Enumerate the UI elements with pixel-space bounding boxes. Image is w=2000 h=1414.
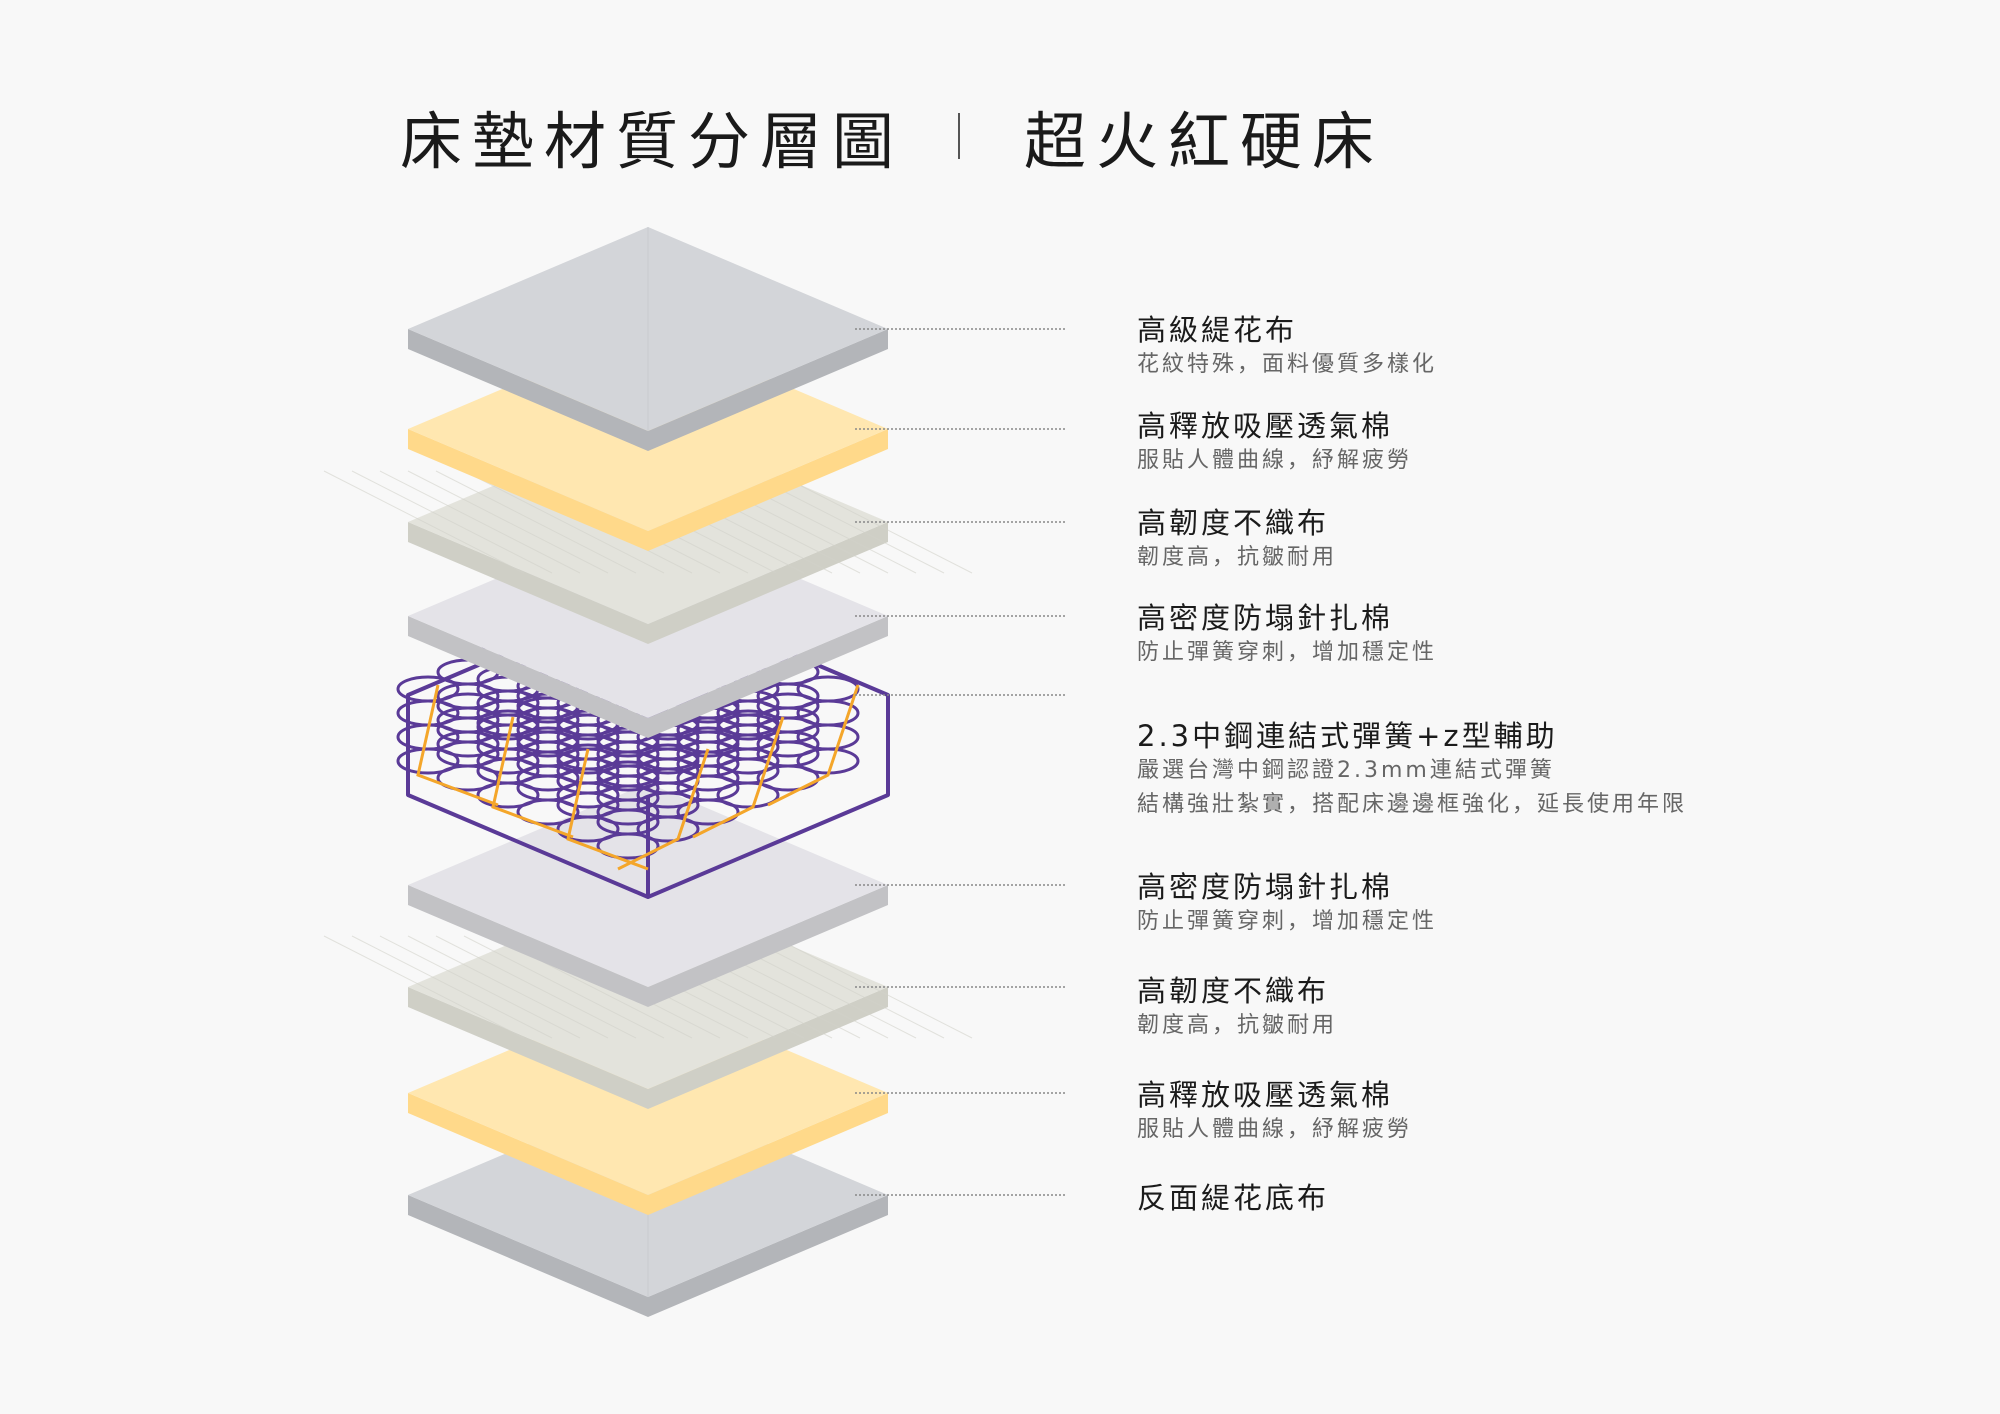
z-support xyxy=(491,716,574,839)
title-product: 超火紅硬床 xyxy=(1024,105,1385,178)
spring-coil xyxy=(636,815,700,843)
spring-coil xyxy=(596,798,660,826)
layer-description: 花紋特殊，面料優質多樣化 xyxy=(1137,352,1438,377)
spring-coil xyxy=(716,713,780,741)
layer-label: 高韌度不織布韌度高，抗皺耐用 xyxy=(1137,505,1337,575)
fabric-texture xyxy=(407,470,609,574)
fabric-texture xyxy=(463,935,665,1039)
fabric-texture xyxy=(463,470,665,574)
spring-coil xyxy=(396,747,460,775)
fabric-texture xyxy=(323,935,525,1039)
layer-label: 高釋放吸壓透氣棉服貼人體曲線，紓解疲勞 xyxy=(1137,408,1412,478)
spring-coil xyxy=(716,781,780,809)
spring-coil xyxy=(476,781,540,809)
layer-title: 高韌度不織布 xyxy=(1137,974,1330,1008)
layer-title: 高韌度不織布 xyxy=(1137,506,1330,540)
spring-coil xyxy=(436,730,500,758)
spring-coil xyxy=(716,747,780,775)
spring-coil xyxy=(556,713,620,741)
fabric-texture xyxy=(351,470,553,574)
title-separator xyxy=(958,113,961,159)
z-support xyxy=(416,684,499,807)
layer-description: 結構強壯紮實，搭配床邊邊框強化，延長使用年限 xyxy=(1137,792,1688,817)
z-support xyxy=(566,748,649,871)
fabric-texture xyxy=(323,470,525,574)
layer-label: 反面緹花底布 xyxy=(1137,1180,1329,1216)
layer-title: 反面緹花底布 xyxy=(1137,1181,1330,1215)
layer-label: 高級緹花布花紋特殊，面料優質多樣化 xyxy=(1137,312,1437,382)
spring-coil xyxy=(756,764,820,792)
layer-title: 高密度防塌針扎棉 xyxy=(1137,870,1394,904)
layer-description: 服貼人體曲線，紓解疲勞 xyxy=(1137,448,1413,473)
z-support xyxy=(692,716,785,839)
layer-label: 高密度防塌針扎棉防止彈簧穿刺，增加穩定性 xyxy=(1137,600,1437,670)
spring-coil xyxy=(756,730,820,758)
fabric-texture xyxy=(407,935,609,1039)
title-main: 床墊材質分層圖 xyxy=(400,105,905,178)
layer-gray xyxy=(408,227,888,451)
layer-description: 嚴選台灣中鋼認證2.3mm連結式彈簧 xyxy=(1137,758,1555,783)
spring-coil xyxy=(796,675,860,703)
spring-coil xyxy=(516,696,580,724)
spring-coil xyxy=(636,747,700,775)
spring-coil xyxy=(476,747,540,775)
page-title: 床墊材質分層圖 超火紅硬床 xyxy=(400,96,1384,178)
layer-description: 韌度高，抗皺耐用 xyxy=(1137,1013,1338,1038)
layer-label: 高韌度不織布韌度高，抗皺耐用 xyxy=(1137,973,1337,1043)
layer-description: 防止彈簧穿刺，增加穩定性 xyxy=(1137,909,1438,934)
layer-label: 高釋放吸壓透氣棉服貼人體曲線，紓解疲勞 xyxy=(1137,1077,1412,1147)
spring-coil xyxy=(676,798,740,826)
spring-coil xyxy=(636,781,700,809)
layer-title: 高釋放吸壓透氣棉 xyxy=(1137,1078,1394,1112)
spring-coil xyxy=(556,815,620,843)
fabric-texture xyxy=(435,470,637,574)
layer-label: 2.3中鋼連結式彈簧+z型輔助嚴選台灣中鋼認證2.3mm連結式彈簧結構強壯紮實，… xyxy=(1137,718,1687,822)
z-support xyxy=(767,684,860,807)
layer-title: 高密度防塌針扎棉 xyxy=(1137,601,1394,635)
fabric-texture xyxy=(435,935,637,1039)
layer-description: 防止彈簧穿刺，增加穩定性 xyxy=(1137,640,1438,665)
layer-title: 2.3中鋼連結式彈簧+z型輔助 xyxy=(1137,719,1558,753)
spring-coil xyxy=(596,730,660,758)
spring-coil xyxy=(796,723,860,751)
layer-description: 韌度高，抗皺耐用 xyxy=(1137,545,1338,570)
layer-title: 高釋放吸壓透氣棉 xyxy=(1137,409,1394,443)
spring-coil xyxy=(516,798,580,826)
spring-coil xyxy=(556,781,620,809)
fabric-texture xyxy=(351,935,553,1039)
spring-coil xyxy=(596,764,660,792)
spring-coil xyxy=(676,730,740,758)
spring-coil xyxy=(796,747,860,775)
spring-coil xyxy=(516,764,580,792)
spring-coil xyxy=(516,730,580,758)
fabric-texture xyxy=(379,470,581,574)
fabric-texture xyxy=(379,935,581,1039)
layer-title: 高級緹花布 xyxy=(1137,313,1298,347)
spring-coil xyxy=(676,764,740,792)
layer-description: 服貼人體曲線，紓解疲勞 xyxy=(1137,1117,1413,1142)
spring-coil xyxy=(596,832,660,860)
layer-label: 高密度防塌針扎棉防止彈簧穿刺，增加穩定性 xyxy=(1137,869,1437,939)
fabric-texture xyxy=(743,935,945,1039)
z-support xyxy=(617,748,710,871)
